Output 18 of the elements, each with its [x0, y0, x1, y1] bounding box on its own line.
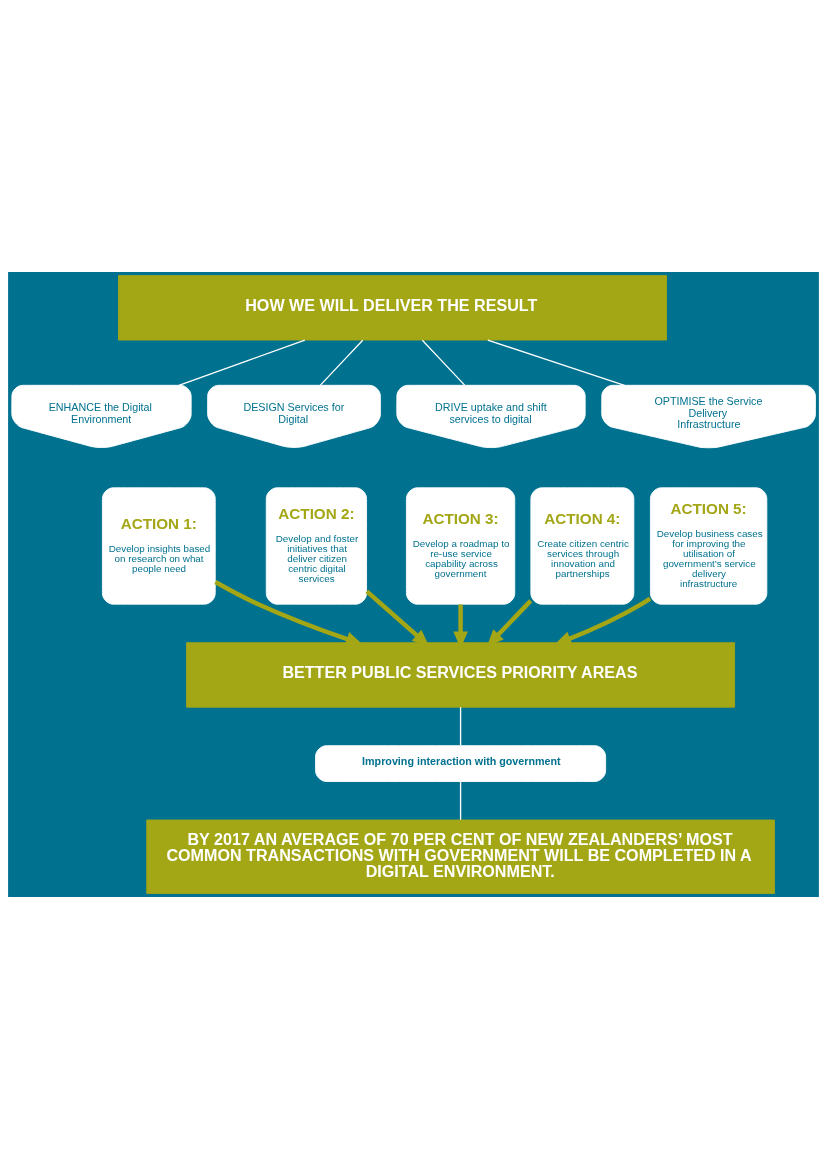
connector [459, 706, 462, 746]
connector [421, 339, 466, 386]
connector [178, 338, 306, 386]
node-box: ACTION 2: Develop and foster initiatives that deliver citizen centric digital services [265, 486, 367, 605]
node-box: BY 2017 AN AVERAGE OF 70 PER CENT OF NEW ZEALANDERS’ MOST COMMON TRANSACTIONS WITH GOVERNMENT WILL BE COMPLETED IN A DIGITAL ENVIRONMENT. [146, 819, 775, 894]
connector [459, 780, 462, 820]
connector [319, 339, 364, 386]
node-box: BETTER PUBLIC SERVICES PRIORITY AREAS [186, 641, 736, 708]
node-box: ACTION 3: Develop a roadmap to re-use service capability across government [405, 486, 516, 605]
node-box: ACTION 1: Develop insights based on research on what people need [101, 486, 216, 605]
node-box: ACTION 4: Create citizen centric services through innovation and partnerships [530, 486, 635, 605]
arrow [214, 579, 363, 646]
node-box: HOW WE WILL DELIVER THE RESULT [118, 274, 667, 340]
node-box: ACTION 5: Develop business cases for improving the utilisation of government’s service delivery infrastructure [649, 486, 768, 605]
node-box: Improving interaction with government [315, 744, 607, 782]
arrow [365, 589, 430, 646]
arrow [554, 596, 652, 645]
connector [487, 338, 626, 386]
